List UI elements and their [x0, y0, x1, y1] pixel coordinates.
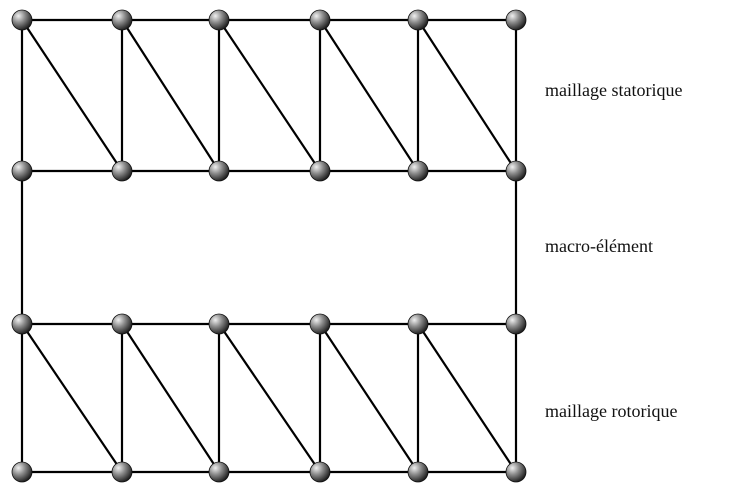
- mesh-node: [11, 313, 33, 335]
- diagonal-edge: [416, 322, 518, 474]
- diagonal-edge: [318, 18, 420, 173]
- mesh-node: [505, 160, 527, 182]
- rotor-mesh-label: maillage rotorique: [545, 401, 678, 421]
- mesh-node: [407, 9, 429, 31]
- mesh-nodes: [11, 9, 527, 483]
- diagonal-edge: [217, 18, 322, 173]
- mesh-node: [111, 160, 133, 182]
- stator-mesh-label: maillage statorique: [545, 80, 683, 100]
- diagonal-edge: [217, 322, 322, 474]
- mesh-node: [407, 461, 429, 483]
- mesh-node: [208, 160, 230, 182]
- diagonal-edge: [120, 18, 221, 173]
- mesh-node: [208, 461, 230, 483]
- mesh-node: [208, 313, 230, 335]
- mesh-node: [11, 461, 33, 483]
- diagonal-edge: [318, 322, 420, 474]
- mesh-node: [309, 313, 331, 335]
- mesh-node: [407, 160, 429, 182]
- mesh-node: [111, 313, 133, 335]
- macro-element-label: macro-élément: [545, 236, 653, 256]
- diagonal-edge: [20, 18, 124, 173]
- mesh-node: [111, 461, 133, 483]
- mesh-node: [11, 9, 33, 31]
- mesh-node: [309, 461, 331, 483]
- mesh-node: [309, 9, 331, 31]
- mesh-node: [505, 313, 527, 335]
- mesh-edges: [20, 18, 518, 474]
- mesh-node: [111, 9, 133, 31]
- mesh-node: [505, 461, 527, 483]
- diagonal-edge: [20, 322, 124, 474]
- mesh-node: [505, 9, 527, 31]
- diagonal-edge: [120, 322, 221, 474]
- mesh-node: [11, 160, 33, 182]
- diagonal-edge: [416, 18, 518, 173]
- mesh-node: [407, 313, 429, 335]
- mesh-node: [208, 9, 230, 31]
- mesh-node: [309, 160, 331, 182]
